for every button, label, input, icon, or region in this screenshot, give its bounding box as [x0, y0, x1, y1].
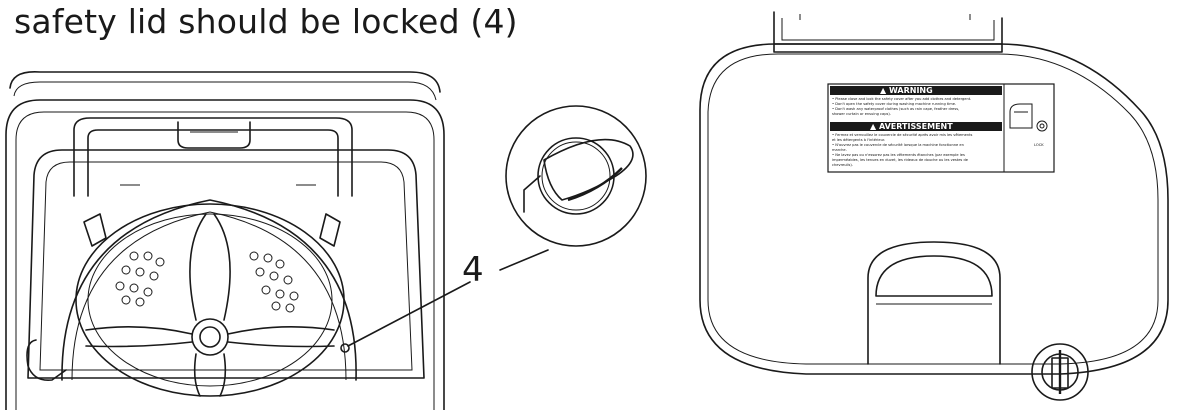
drum-wall [61, 199, 357, 381]
inner-lid [73, 117, 353, 197]
drum-holes-right [249, 251, 299, 313]
impeller-vane-top [189, 213, 231, 321]
leader-line-upper [499, 249, 549, 271]
warning-label: ▲ WARNING • Please close and lock the sa… [827, 83, 1055, 173]
open-lid-edge [9, 71, 441, 93]
label-side-caption: LOCK [1034, 143, 1044, 147]
magnifier-circle [505, 105, 647, 247]
safety-cover: ▲ WARNING • Please close and lock the sa… [699, 11, 1169, 401]
washer-top-view [5, 71, 445, 410]
warning-line-en-1: • Please close and lock the safety cover… [832, 97, 971, 101]
warning-line-fr-3: • N'ouvrez pas le couvercle de sécurité … [832, 143, 964, 147]
drum-basket [75, 203, 345, 397]
cabinet-outline [5, 99, 445, 410]
hose-fitting [26, 339, 67, 382]
label-pictogram [1009, 103, 1033, 129]
warning-line-fr-7: chevreuils). [832, 163, 853, 167]
tub-rim [27, 149, 425, 379]
cover-lock-knob [1031, 343, 1089, 401]
warning-line-en-2: • Don't open the safety cover during was… [832, 102, 956, 106]
lock-indicator [523, 175, 541, 213]
caption: safety lid should be locked (4) [14, 2, 518, 41]
warning-line-fr-5: • Ne lavez pas ou n'essorez pas les vête… [832, 153, 965, 157]
warning-heading-en: ▲ WARNING [880, 86, 933, 95]
leader-line-lower [347, 281, 471, 347]
impeller-vane-bottom [193, 353, 227, 397]
callout-number: 4 [462, 250, 484, 290]
warning-line-en-3: • Don't wash any waterproof clothes (suc… [832, 107, 959, 111]
cover-hinge-top [773, 11, 1003, 45]
right-clip [319, 213, 341, 247]
lock-position-marker [340, 343, 350, 353]
impeller-vane-left [85, 326, 193, 348]
warning-line-fr-6: imperméables, les tenues en duvet, les r… [832, 158, 969, 162]
warning-line-fr-1: • Fermez et verrouillez le couvercle de … [832, 133, 973, 137]
inner-lid-handle [177, 121, 251, 149]
lock-knob [543, 138, 634, 201]
impeller-vane-right [227, 326, 335, 348]
impeller-hub [191, 318, 229, 356]
cover-handle [867, 241, 1001, 365]
warning-line-en-4: shower curtain or ensuing caps). [832, 112, 891, 116]
warning-line-fr-2: et les détergents à l'intérieur. [832, 138, 885, 142]
cover-outline [699, 43, 1169, 375]
lock-detail-magnifier [505, 105, 647, 247]
warning-heading-fr: ▲ AVERTISSEMENT [870, 122, 953, 131]
drum-holes-left [115, 251, 165, 307]
left-clip [83, 213, 107, 247]
warning-line-fr-4: marche. [832, 148, 847, 152]
